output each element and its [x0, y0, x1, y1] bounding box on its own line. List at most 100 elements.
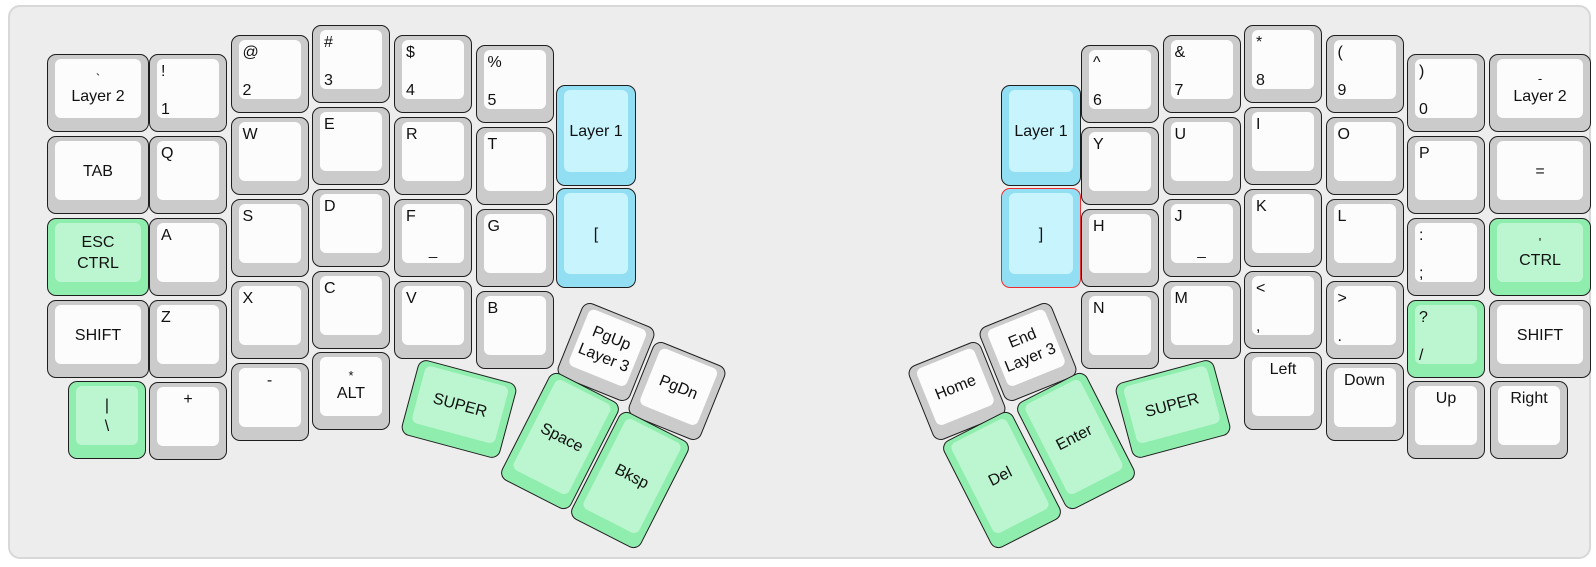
- key-t[interactable]: T: [475, 127, 554, 205]
- key-labels: Right: [1498, 388, 1560, 444]
- key-super-right[interactable]: SUPER: [1113, 358, 1233, 460]
- keycap-top: [1170, 39, 1233, 99]
- key-star-alt[interactable]: *ALT: [312, 351, 390, 430]
- key-at-2[interactable]: @2: [230, 34, 309, 113]
- key-g[interactable]: G: [475, 209, 554, 287]
- key-labels: <,: [1252, 278, 1314, 335]
- key-p[interactable]: P: [1407, 136, 1485, 214]
- key-d[interactable]: D: [312, 188, 390, 267]
- key-b[interactable]: B: [475, 291, 554, 369]
- key-i[interactable]: I: [1244, 106, 1322, 185]
- key-label: SHIFT: [1516, 326, 1564, 344]
- key-k[interactable]: K: [1244, 188, 1322, 267]
- key-amp-7[interactable]: &7: [1162, 34, 1241, 113]
- key-label: 8: [1256, 71, 1265, 89]
- key-percent-5[interactable]: %5: [475, 45, 554, 123]
- key-labels: 'CTRL: [1497, 225, 1583, 281]
- key-h[interactable]: H: [1081, 209, 1159, 287]
- key-label: -: [266, 371, 273, 389]
- key-down-key[interactable]: Down: [1325, 362, 1404, 441]
- key-right-key[interactable]: Right: [1490, 380, 1568, 459]
- key-z[interactable]: Z: [149, 300, 227, 378]
- keycap-top: [1415, 141, 1477, 200]
- key-e[interactable]: E: [312, 106, 390, 185]
- key-v[interactable]: V: [394, 280, 472, 359]
- key-tab[interactable]: TAB: [47, 136, 149, 214]
- key-label: +: [183, 390, 193, 408]
- key-labels: T: [484, 134, 546, 190]
- key-labels: @2: [239, 42, 301, 99]
- key-label: (: [1337, 43, 1343, 61]
- key-right-bracket[interactable]: ]: [1001, 188, 1081, 288]
- key-j[interactable]: J_: [1162, 198, 1241, 277]
- key-o[interactable]: O: [1325, 116, 1404, 195]
- key-up-key[interactable]: Up: [1407, 380, 1485, 459]
- keycap-top: [157, 305, 219, 364]
- key-labels: I: [1252, 114, 1314, 170]
- key-n[interactable]: N: [1081, 291, 1159, 369]
- key-s[interactable]: S: [230, 198, 309, 277]
- key-equals[interactable]: =: [1489, 136, 1591, 214]
- key-label: G: [487, 218, 500, 235]
- key-labels: P: [1415, 143, 1477, 199]
- key-shift-left[interactable]: SHIFT: [47, 300, 149, 378]
- key-a[interactable]: A: [149, 218, 227, 296]
- key-paren-0[interactable]: )0: [1407, 54, 1485, 132]
- key-q[interactable]: Q: [149, 136, 227, 214]
- key-shift-right[interactable]: SHIFT: [1489, 300, 1591, 378]
- keycap-top: [320, 275, 382, 335]
- keycap-top: [483, 132, 546, 191]
- key-paren-9[interactable]: (9: [1325, 34, 1404, 113]
- key-layer1-left[interactable]: Layer 1: [556, 84, 636, 186]
- key-plus[interactable]: +: [149, 381, 227, 460]
- key-label: F: [406, 207, 416, 225]
- key-quote-ctrl[interactable]: 'CTRL: [1489, 218, 1591, 296]
- key-labels: W: [239, 124, 301, 180]
- key-f[interactable]: F_: [394, 198, 472, 277]
- key-hash-3[interactable]: #3: [312, 24, 390, 103]
- key-left-bracket[interactable]: [: [556, 188, 636, 288]
- key-x[interactable]: X: [230, 280, 309, 359]
- key-colon-semicolon[interactable]: :;: [1407, 218, 1485, 296]
- key-bang-1[interactable]: !1: [149, 54, 227, 132]
- key-w[interactable]: W: [230, 116, 309, 195]
- key-left-key[interactable]: Left: [1244, 351, 1322, 430]
- key-y[interactable]: Y: [1081, 127, 1159, 205]
- keycap-top: [1170, 121, 1233, 181]
- key-super-left[interactable]: SUPER: [399, 358, 519, 460]
- key-r[interactable]: R: [394, 116, 472, 195]
- key-greater-period[interactable]: >.: [1325, 280, 1404, 359]
- key-dollar-4[interactable]: $4: [394, 34, 472, 113]
- key-layer1-right[interactable]: Layer 1: [1001, 84, 1081, 186]
- keycap-top: [238, 285, 301, 345]
- key-c[interactable]: C: [312, 270, 390, 349]
- key-less-comma[interactable]: <,: [1244, 270, 1322, 349]
- keycap-top: [1170, 285, 1233, 345]
- key-l[interactable]: L: [1325, 198, 1404, 277]
- key-minus[interactable]: -: [230, 362, 309, 441]
- key-label: Layer 2: [71, 87, 125, 105]
- key-label: Down: [1344, 371, 1385, 389]
- key-labels: Home: [916, 349, 995, 426]
- key-label: ,: [1256, 317, 1261, 335]
- key-caret-6[interactable]: ^6: [1081, 45, 1159, 123]
- key-label: 7: [1174, 81, 1184, 99]
- key-label: SUPER: [431, 389, 489, 421]
- keycap-top: [157, 223, 219, 282]
- key-label: N: [1093, 300, 1105, 317]
- key-labels: :;: [1415, 225, 1477, 282]
- key-layer2-right[interactable]: -Layer 2: [1489, 54, 1591, 132]
- key-layer2-left[interactable]: `Layer 2: [47, 54, 149, 132]
- key-asterisk-8[interactable]: *8: [1244, 24, 1322, 103]
- key-label: TAB: [83, 162, 113, 180]
- keycap-top: [1252, 275, 1314, 335]
- key-m[interactable]: M: [1162, 280, 1241, 359]
- keycap-top: [1497, 305, 1583, 364]
- key-pipe-backslash[interactable]: |\: [68, 380, 146, 459]
- key-u[interactable]: U: [1162, 116, 1241, 195]
- key-labels: K: [1252, 196, 1314, 252]
- key-question-slash[interactable]: ?/: [1407, 300, 1485, 378]
- key-label: :: [1419, 227, 1424, 244]
